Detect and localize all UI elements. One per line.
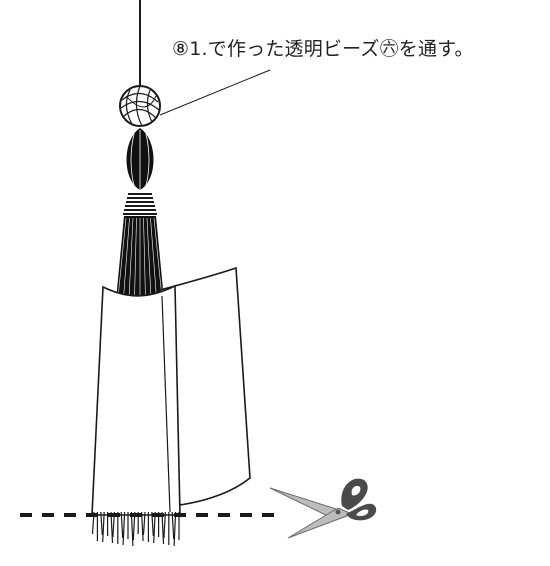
tassel-thread [150, 217, 157, 299]
fringe-strand [163, 511, 166, 539]
tassel-head [126, 128, 154, 190]
paper-wrap-back [159, 266, 251, 506]
fringe-strand [171, 511, 175, 540]
fringe-strand [173, 511, 177, 547]
fringe-strand [161, 511, 165, 545]
paper-wrap-front [91, 284, 181, 516]
paper-fold [161, 295, 171, 513]
tassel-thread [128, 217, 134, 299]
fringe-strand [110, 511, 114, 544]
tassel-fringe [91, 511, 180, 547]
step-caption: ⑧1.で作った透明ビーズ㊅を通す。 [172, 38, 474, 60]
tassel-skirt [116, 216, 164, 300]
leader-line [159, 69, 271, 116]
tassel-thread [146, 217, 152, 299]
tassel-thread [117, 217, 127, 299]
fringe-strand [122, 511, 126, 546]
tassel-thread [123, 217, 130, 299]
fringe-strand [142, 511, 146, 536]
tassel-thread [143, 217, 146, 299]
fringe-strand [153, 511, 156, 544]
binding-wraps [123, 193, 157, 215]
fringe-strand [102, 511, 105, 543]
tassel-thread [134, 217, 137, 299]
fringe-strand [120, 511, 124, 539]
tassel-thread [153, 217, 163, 299]
bead-icon [119, 85, 161, 127]
scissors-icon [269, 478, 377, 539]
fringe-strand [130, 511, 134, 547]
fringe-strand [100, 511, 103, 536]
